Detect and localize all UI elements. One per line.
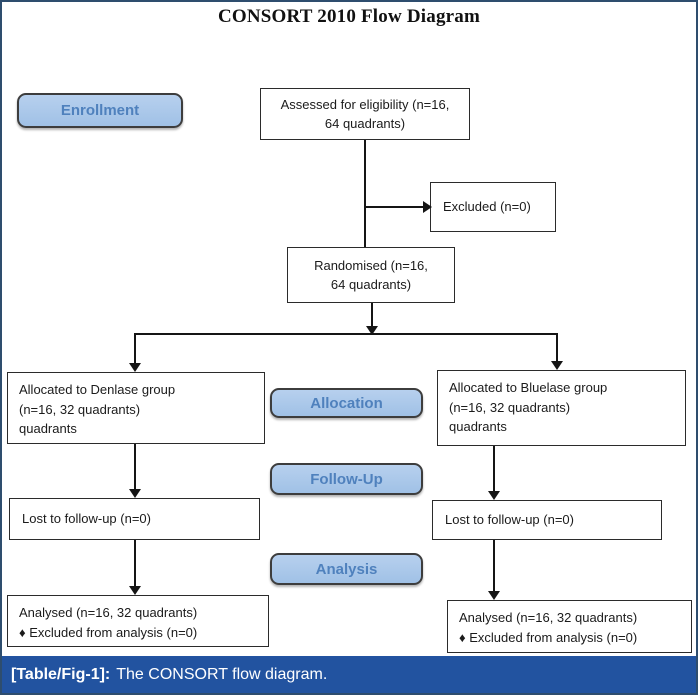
connector-assessed-to-randomised bbox=[364, 140, 366, 247]
box-lost-follow-up-denlase: Lost to follow-up (n=0) bbox=[9, 498, 260, 540]
box-allocated-denlase: Allocated to Denlase group (n=16, 32 qua… bbox=[7, 372, 265, 444]
connector-lost-to-analysed-denlase bbox=[134, 540, 136, 588]
box-assessed-for-eligibility: Assessed for eligibility (n=16, 64 quadr… bbox=[260, 88, 470, 140]
arrowhead-randomised-split bbox=[366, 326, 378, 335]
stage-label-follow-up: Follow-Up bbox=[270, 463, 423, 495]
stage-label-enrollment: Enrollment bbox=[17, 93, 183, 128]
box-analysed-bluelase: Analysed (n=16, 32 quadrants) ♦ Excluded… bbox=[447, 600, 692, 653]
arrowhead-lost-bluelase bbox=[488, 491, 500, 500]
box-allocated-bluelase: Allocated to Bluelase group (n=16, 32 qu… bbox=[437, 370, 686, 446]
arrowhead-allocated-denlase bbox=[129, 363, 141, 372]
diagram-title: CONSORT 2010 Flow Diagram bbox=[217, 6, 481, 27]
connector-split-to-bluelase bbox=[556, 333, 558, 362]
connector-randomised-down bbox=[371, 303, 373, 326]
box-excluded: Excluded (n=0) bbox=[430, 182, 556, 232]
connector-split-to-denlase bbox=[134, 333, 136, 364]
figure-caption-bar: [Table/Fig-1]: The CONSORT flow diagram. bbox=[2, 656, 696, 693]
arrowhead-analysed-bluelase bbox=[488, 591, 500, 600]
arrowhead-analysed-denlase bbox=[129, 586, 141, 595]
connector-denlase-to-lost bbox=[134, 444, 136, 491]
stage-label-allocation: Allocation bbox=[270, 388, 423, 418]
stage-label-analysis: Analysis bbox=[270, 553, 423, 585]
connector-bluelase-to-lost bbox=[493, 446, 495, 492]
connector-to-excluded bbox=[364, 206, 423, 208]
arrowhead-excluded bbox=[423, 201, 432, 213]
box-lost-follow-up-bluelase: Lost to follow-up (n=0) bbox=[432, 500, 662, 540]
box-analysed-denlase: Analysed (n=16, 32 quadrants) ♦ Excluded… bbox=[7, 595, 269, 647]
figure-caption-text: The CONSORT flow diagram. bbox=[116, 665, 328, 683]
connector-lost-to-analysed-bluelase bbox=[493, 540, 495, 592]
connector-split-bar bbox=[134, 333, 558, 335]
arrowhead-lost-denlase bbox=[129, 489, 141, 498]
figure-caption-label: [Table/Fig-1]: bbox=[11, 665, 111, 683]
box-randomised: Randomised (n=16, 64 quadrants) bbox=[287, 247, 455, 303]
arrowhead-allocated-bluelase bbox=[551, 361, 563, 370]
